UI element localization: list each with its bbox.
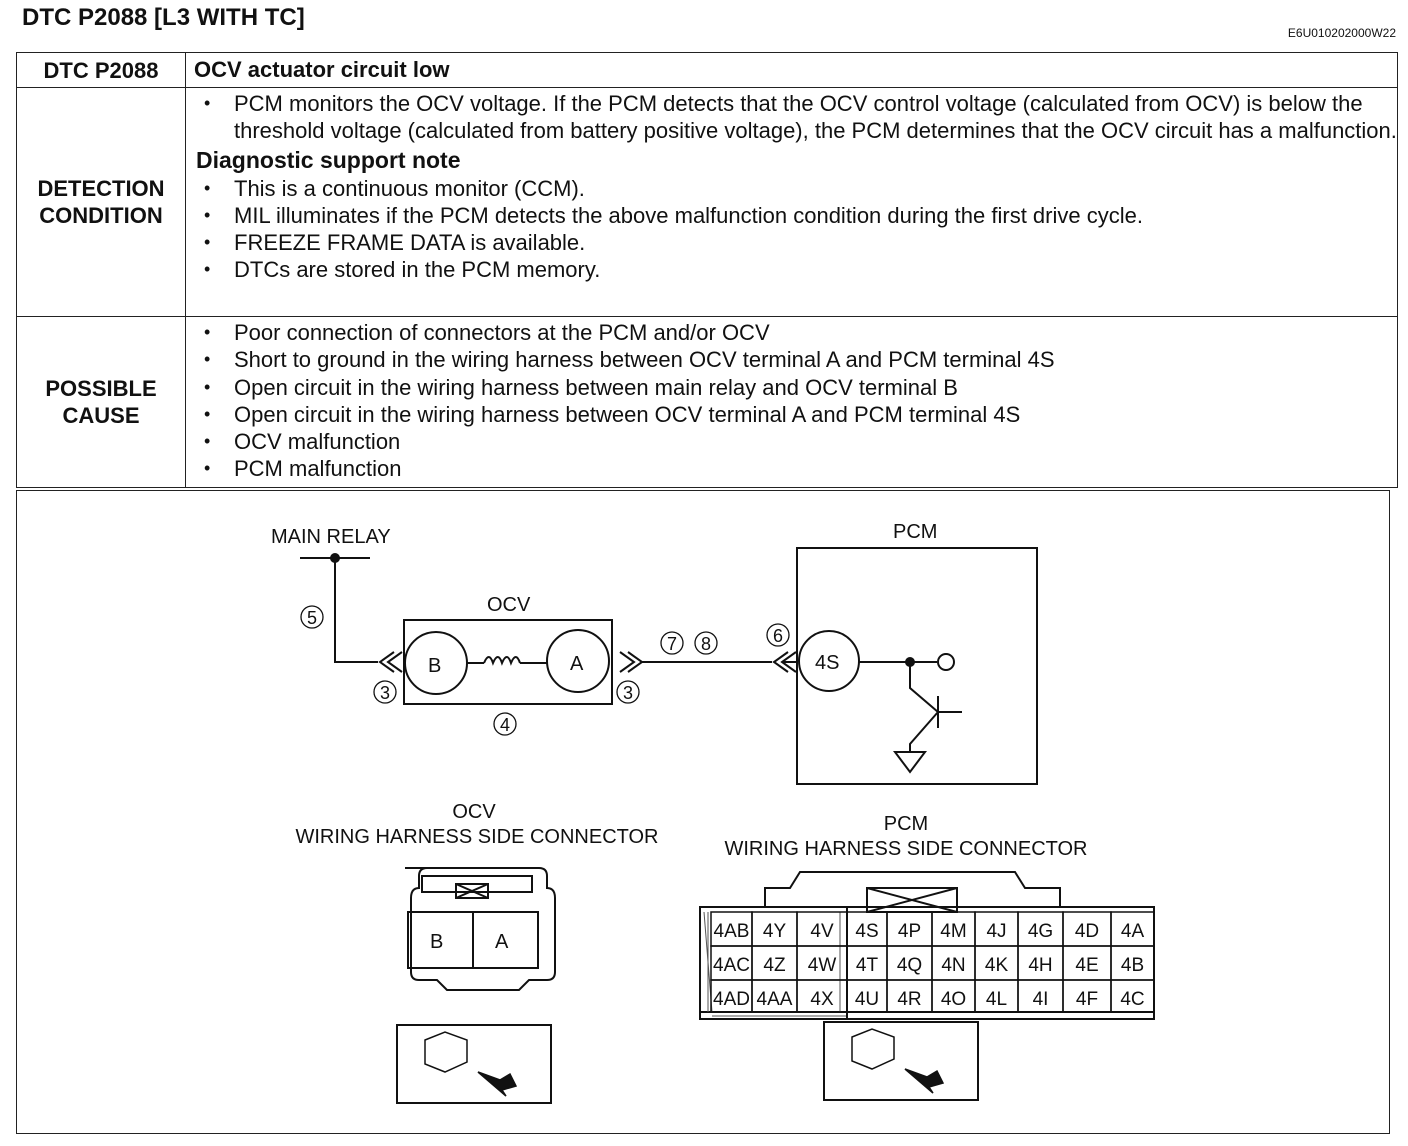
pcm-pin-cell [1110, 979, 1155, 1013]
pcm-pin-label: 4U [855, 989, 879, 1010]
pcm-pin-label: 4AC [713, 955, 750, 976]
pcm-pin-label: 4X [810, 989, 834, 1010]
cause-item: Open circuit in the wiring harness betwe… [204, 374, 1397, 402]
pcm-pin-label: 4D [1075, 921, 1099, 942]
pcm-pin-label: 4O [941, 989, 966, 1010]
view-direction-icon [424, 1028, 945, 1097]
main-relay-label: MAIN RELAY [271, 526, 391, 548]
pcm-connector-title: PCM [884, 813, 928, 835]
ocv-terminal-a: A [570, 653, 584, 675]
pcm-pin-label: 4W [808, 955, 837, 976]
detection-condition-body: PCM monitors the OCV voltage. If the PCM… [185, 87, 1398, 317]
ocv-connector-pin-b: B [430, 931, 443, 953]
pcm-connector-subtitle: WIRING HARNESS SIDE CONNECTOR [725, 838, 1088, 860]
support-item: This is a continuous monitor (CCM). [204, 175, 1397, 203]
possible-cause-body: Poor connection of connectors at the PCM… [185, 316, 1398, 488]
callout-3-right: 3 [623, 683, 633, 703]
cause-item: PCM malfunction [204, 455, 1397, 483]
pcm-pin-label: 4N [941, 955, 965, 976]
pcm-pin-label: 4L [986, 989, 1007, 1010]
pcm-pin-label: 4M [940, 921, 966, 942]
callout-7: 7 [667, 634, 677, 654]
possible-cause-label: POSSIBLE CAUSE [16, 316, 186, 488]
cause-item: Short to ground in the wiring harness be… [204, 346, 1397, 374]
pcm-pin-label: 4R [897, 989, 921, 1010]
support-item: MIL illuminates if the PCM detects the a… [204, 202, 1397, 230]
pcm-pin-label: 4F [1076, 989, 1098, 1010]
ocv-connector-title: OCV [452, 801, 496, 823]
pcm-pin-label: 4I [1033, 989, 1049, 1010]
support-item: FREEZE FRAME DATA is available. [204, 229, 1397, 257]
detection-list: PCM monitors the OCV voltage. If the PCM… [186, 90, 1397, 145]
cause-item: OCV malfunction [204, 428, 1397, 456]
cause-item: Poor connection of connectors at the PCM… [204, 319, 1397, 347]
pcm-pin-label: 4K [985, 955, 1009, 976]
ocv-connector-subtitle: WIRING HARNESS SIDE CONNECTOR [296, 826, 659, 848]
pcm-pin-label: 4AD [713, 989, 750, 1010]
hatch-pattern [703, 911, 846, 1017]
pcm-pin-grid [710, 911, 1155, 1013]
pcm-pin-label: 4Y [763, 921, 787, 942]
ocv-terminal-b: B [428, 655, 441, 677]
pcm-pin-label: 4J [986, 921, 1006, 942]
pcm-pin-label: 4V [810, 921, 834, 942]
document-code: E6U010202000W22 [1287, 26, 1396, 40]
detection-item: PCM monitors the OCV voltage. If the PCM… [204, 90, 1397, 145]
pcm-label: PCM [893, 521, 937, 543]
pcm-pin-label: 4G [1028, 921, 1053, 942]
pcm-pin-label: 4H [1028, 955, 1052, 976]
pcm-terminal-4s: 4S [815, 652, 839, 674]
pcm-pin-label: 4AB [714, 921, 750, 942]
pcm-pin-label: 4Z [763, 955, 786, 976]
callout-3-left: 3 [380, 683, 390, 703]
support-list: This is a continuous monitor (CCM). MIL … [186, 175, 1397, 284]
cause-list: Poor connection of connectors at the PCM… [186, 319, 1397, 483]
callout-6: 6 [773, 626, 783, 646]
pcm-pin-label: 4S [855, 921, 878, 942]
pcm-pin-label: 4P [898, 921, 921, 942]
pcm-pin-labels: 4AB 4Y 4V 4S 4P 4M 4J 4G 4D 4A 4AC 4Z 4W 4T 4Q 4N 4K 4H 4E… [713, 921, 1145, 1010]
wiring-diagram-panel [16, 490, 1390, 1134]
callout-4: 4 [500, 715, 510, 735]
dtc-table: DTC P2088 OCV actuator circuit low DETEC… [16, 52, 1398, 488]
pcm-pin-label: 4E [1075, 955, 1098, 976]
callout-8: 8 [701, 634, 711, 654]
support-item: DTCs are stored in the PCM memory. [204, 256, 1397, 284]
support-note-title: Diagnostic support note [196, 146, 461, 173]
callout-5: 5 [307, 608, 317, 628]
pcm-pin-label: 4Q [897, 955, 922, 976]
detection-condition-label: DETECTION CONDITION [16, 87, 186, 317]
page-title: DTC P2088 [L3 WITH TC] [22, 4, 305, 31]
pcm-pin-label: 4B [1121, 955, 1144, 976]
pcm-pin-label: 4C [1120, 989, 1144, 1010]
pcm-pin-label: 4T [856, 955, 879, 976]
pcm-pin-label: 4AA [757, 989, 793, 1010]
ocv-connector-pin-a: A [495, 931, 509, 953]
pcm-pin-label: 4A [1121, 921, 1145, 942]
ocv-label: OCV [487, 594, 531, 616]
cause-item: Open circuit in the wiring harness betwe… [204, 401, 1397, 429]
